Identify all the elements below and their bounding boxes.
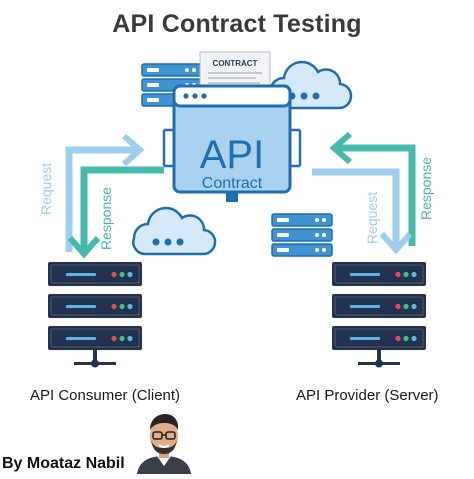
- left-request-label: Request: [38, 163, 54, 215]
- provider-label: API Provider (Server): [296, 387, 439, 404]
- request-arrow-right: Request: [312, 168, 413, 255]
- response-arrow-left: Response: [67, 166, 164, 259]
- right-request-label: Request: [364, 192, 380, 244]
- provider-server-icon: [331, 261, 427, 368]
- consumer-label: API Consumer (Client): [30, 387, 181, 404]
- left-response-label: Response: [98, 187, 114, 250]
- author-credit: By Moataz Nabil: [2, 455, 125, 472]
- page-title: API Contract Testing: [112, 10, 362, 38]
- contract-title-contract: Contract: [202, 175, 263, 192]
- contract-title-api: API: [200, 133, 264, 177]
- avatar-icon: [133, 412, 195, 474]
- contract-doc-label: CONTRACT: [213, 59, 258, 68]
- response-arrow-right: Response: [329, 131, 434, 246]
- cloud-icon: [132, 206, 217, 256]
- right-response-label: Response: [418, 157, 434, 220]
- consumer-server-icon: [47, 261, 143, 368]
- server-icon: [271, 213, 333, 257]
- request-arrow-left: Request: [38, 133, 145, 252]
- browser-window-icon: API Contract: [162, 84, 302, 202]
